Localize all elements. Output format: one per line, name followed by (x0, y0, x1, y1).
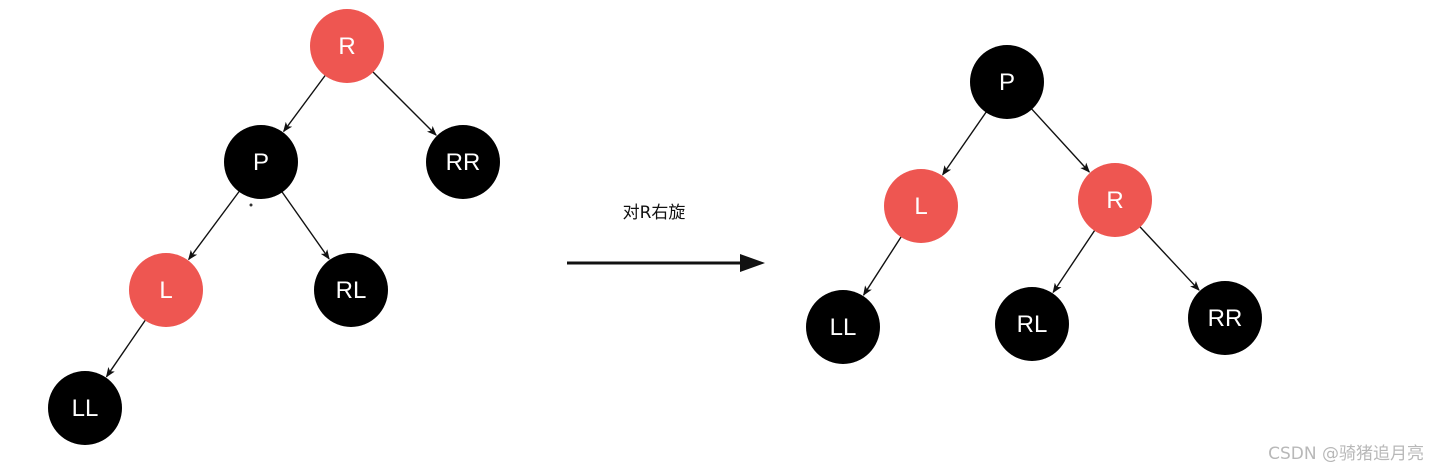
after-node-l-label: L (914, 193, 927, 220)
after-node-ll-label: LL (830, 314, 857, 341)
before-node-r-label: R (338, 33, 355, 60)
before-node-rr-label: RR (446, 149, 481, 176)
after-node-r-label: R (1106, 187, 1123, 214)
before-node-ll: LL (48, 371, 122, 445)
before-node-rr: RR (426, 125, 500, 199)
before-node-rl: RL (314, 253, 388, 327)
rotation-arrow (567, 254, 765, 272)
after-node-rl-circle (995, 287, 1069, 361)
after-node-rr-label: RR (1208, 305, 1243, 332)
after-node-ll-circle (806, 290, 880, 364)
before-node-p-label: P (253, 149, 269, 176)
before-node-l: L (129, 253, 203, 327)
rotation-caption: 对R右旋 (623, 203, 686, 223)
before-node-l-label: L (159, 277, 172, 304)
before-edge-R-to-RR (371, 70, 437, 136)
watermark: CSDN @骑猪追月亮 (1268, 444, 1424, 464)
after-node-ll: LL (806, 290, 880, 364)
before-node-l-circle (129, 253, 203, 327)
after-node-r-circle (1078, 163, 1152, 237)
before-node-p: P (224, 125, 298, 199)
before-node-p-circle (224, 125, 298, 199)
after-node-rr-circle (1188, 281, 1262, 355)
before-node-ll-circle (48, 371, 122, 445)
before-node-r: R (310, 9, 384, 83)
nodes-layer: R P RR L RL LL P L R LL RL RR (48, 9, 1262, 445)
before-edge-R-to-P (283, 73, 327, 133)
before-node-r-circle (310, 9, 384, 83)
after-node-p: P (970, 45, 1044, 119)
edges-layer (105, 70, 1200, 378)
after-node-p-circle (970, 45, 1044, 119)
before-edge-P-to-RL (280, 190, 330, 260)
before-node-rr-circle (426, 125, 500, 199)
after-node-p-label: P (999, 69, 1015, 96)
after-node-rl-label: RL (1017, 311, 1048, 338)
before-edge-L-to-LL (105, 318, 147, 378)
after-edge-P-to-R (1030, 107, 1091, 173)
before-node-ll-label: LL (72, 395, 99, 422)
before-edge-P-to-L (188, 189, 241, 261)
before-node-rl-label: RL (336, 277, 367, 304)
before-node-rl-circle (314, 253, 388, 327)
after-edge-R-to-RL (1052, 228, 1097, 294)
stray-dot (249, 203, 253, 207)
after-node-l-circle (884, 169, 958, 243)
after-node-rl: RL (995, 287, 1069, 361)
after-node-r: R (1078, 163, 1152, 237)
after-edge-P-to-L (942, 110, 988, 176)
after-edge-L-to-LL (863, 235, 903, 296)
after-node-l: L (884, 169, 958, 243)
after-edge-R-to-RR (1138, 225, 1200, 291)
after-node-rr: RR (1188, 281, 1262, 355)
